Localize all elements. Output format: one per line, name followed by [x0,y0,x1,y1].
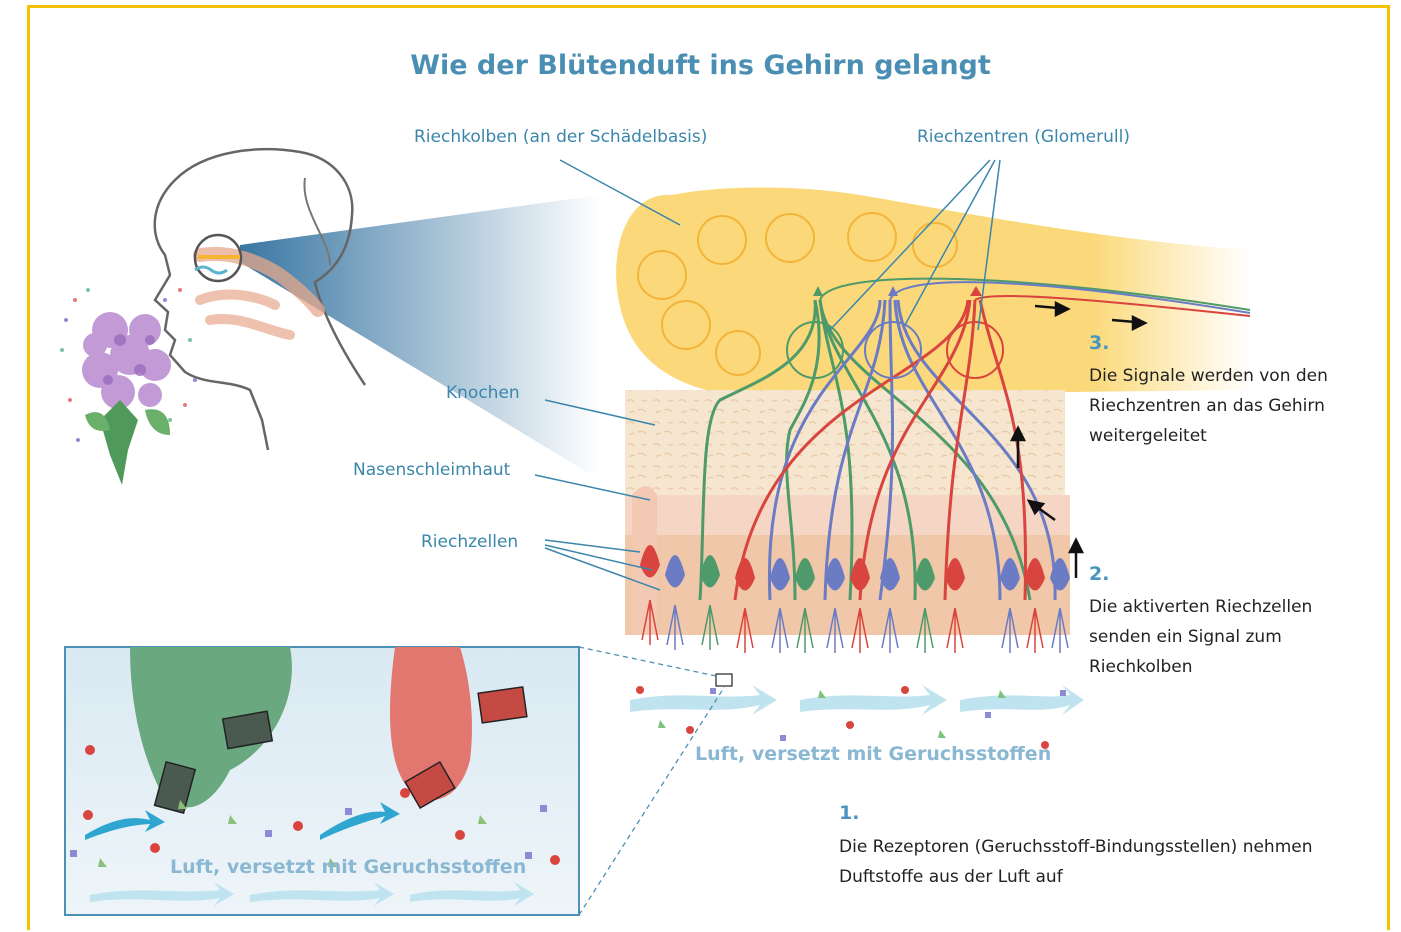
label-receptor-cells: Riechzellen [421,532,518,552]
label-mucosa: Nasenschleimhaut [353,460,510,480]
label-glomeruli: Riechzentren (Glomerull) [917,127,1130,147]
lilac-flowers-icon [60,288,197,485]
step-1-number: 1. [839,802,859,824]
step-2-number: 2. [1089,563,1109,585]
air-stream [630,674,1084,749]
label-air-inset: Luft, versetzt mit Geruchsstoffen [170,856,526,878]
step-1-text: Die Rezeptoren (Geruchsstoff-Bindungsste… [839,832,1319,892]
mucosa-layer [625,486,1070,635]
label-air-main: Luft, versetzt mit Geruchsstoffen [695,743,1051,765]
label-olfactory-bulb: Riechkolben (an der Schädelbasis) [414,127,707,147]
step-3-text: Die Signale werden von den Riechzentren … [1089,361,1374,451]
diagram-title: Wie der Blütenduft ins Gehirn gelangt [0,50,1401,81]
step-3-number: 3. [1089,332,1109,354]
step-2-text: Die aktiverten Riechzellen senden ein Si… [1089,592,1359,682]
label-bone: Knochen [446,383,520,403]
